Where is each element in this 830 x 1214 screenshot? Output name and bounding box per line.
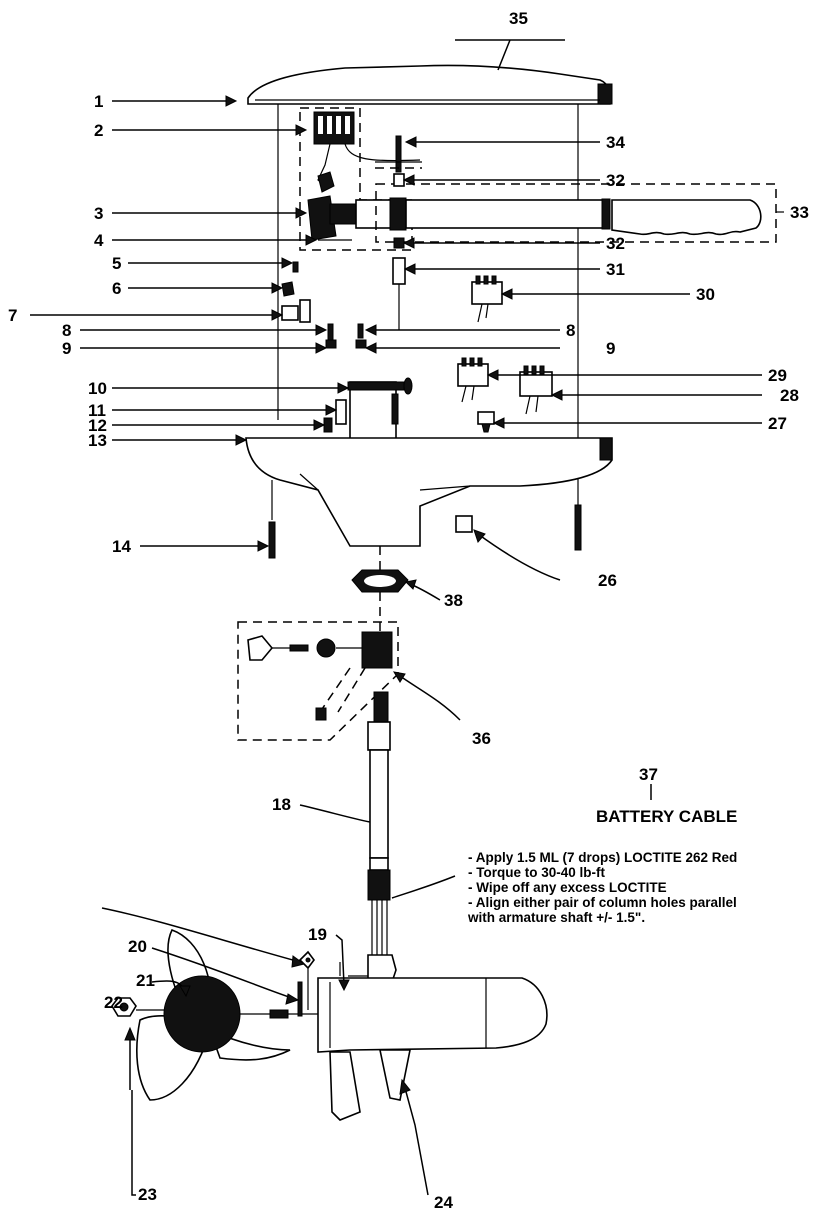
propeller bbox=[136, 929, 318, 1101]
switch-29 bbox=[457, 357, 489, 403]
callout-29: 29 bbox=[768, 366, 787, 385]
tiller-handle bbox=[405, 198, 762, 236]
callout-12: 12 bbox=[88, 416, 107, 435]
tiller-head bbox=[307, 195, 407, 241]
callout-23: 23 bbox=[138, 1185, 157, 1204]
collar-assembly bbox=[247, 631, 393, 721]
callout-22: 22 bbox=[104, 993, 123, 1012]
callout-34: 34 bbox=[606, 133, 625, 152]
instruction-line-2: - Torque to 30-40 lb-ft bbox=[468, 865, 606, 880]
instruction-line-4: - Align either pair of column holes para… bbox=[468, 895, 737, 910]
callout-35: 35 bbox=[509, 9, 528, 28]
top-cover bbox=[247, 64, 613, 105]
callout-9b: 9 bbox=[606, 339, 615, 358]
callout-2: 2 bbox=[94, 121, 103, 140]
callout-30: 30 bbox=[696, 285, 715, 304]
callout-20: 20 bbox=[128, 937, 147, 956]
switch-30 bbox=[471, 275, 503, 323]
callout-1: 1 bbox=[94, 92, 103, 111]
instruction-line-1: - Apply 1.5 ML (7 drops) LOCTITE 262 Red bbox=[468, 850, 737, 865]
callout-6: 6 bbox=[112, 279, 121, 298]
callout-7: 7 bbox=[8, 306, 17, 325]
callout-13: 13 bbox=[88, 431, 107, 450]
callout-24: 24 bbox=[434, 1193, 453, 1212]
callout-36: 36 bbox=[472, 729, 491, 748]
callout-27: 27 bbox=[768, 414, 787, 433]
callout-21: 21 bbox=[136, 971, 155, 990]
shaft bbox=[367, 691, 391, 960]
callout-3: 3 bbox=[94, 204, 103, 223]
callout-31: 31 bbox=[606, 260, 625, 279]
callout-8b: 8 bbox=[566, 321, 575, 340]
lower-housing bbox=[245, 437, 613, 547]
callout-33: 33 bbox=[790, 203, 809, 222]
instruction-line-5: with armature shaft +/- 1.5". bbox=[467, 910, 645, 925]
callout-18: 18 bbox=[272, 795, 291, 814]
callout-4: 4 bbox=[94, 231, 104, 250]
battery-cable-label: BATTERY CABLE bbox=[596, 807, 737, 826]
switch-board bbox=[313, 111, 421, 193]
motor-housing bbox=[317, 954, 548, 1121]
callout-14: 14 bbox=[112, 537, 131, 556]
callout-10: 10 bbox=[88, 379, 107, 398]
callout-26: 26 bbox=[598, 571, 617, 590]
callout-38: 38 bbox=[444, 591, 463, 610]
callout-9a: 9 bbox=[62, 339, 71, 358]
callout-32a: 32 bbox=[606, 171, 625, 190]
callout-37: 37 bbox=[639, 765, 658, 784]
callout-28: 28 bbox=[780, 386, 799, 405]
callout-8a: 8 bbox=[62, 321, 71, 340]
callout-11: 11 bbox=[88, 401, 106, 420]
switch-28 bbox=[519, 365, 553, 415]
callout-32b: 32 bbox=[606, 234, 625, 253]
instruction-line-3: - Wipe off any excess LOCTITE bbox=[468, 880, 667, 895]
callout-5: 5 bbox=[112, 254, 121, 273]
callout-19: 19 bbox=[308, 925, 327, 944]
